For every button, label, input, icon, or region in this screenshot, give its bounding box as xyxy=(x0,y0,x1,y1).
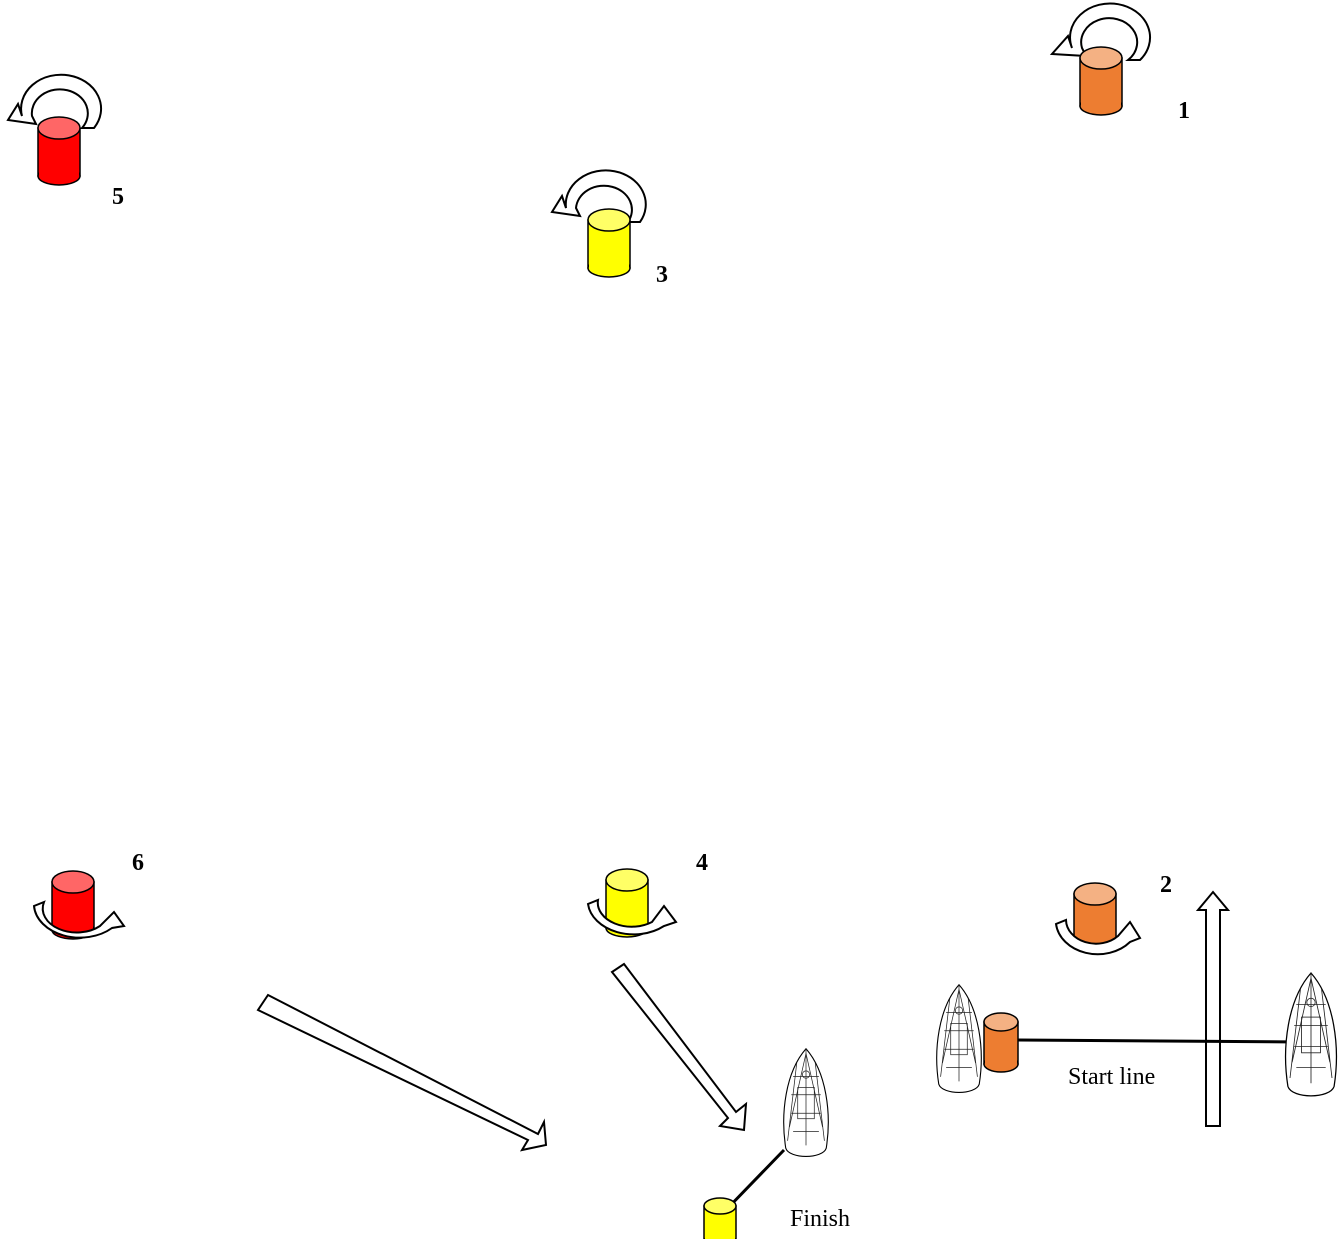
course-arrow-icon xyxy=(610,962,748,1132)
mark-number: 5 xyxy=(112,184,124,210)
sailboat-icon xyxy=(936,984,982,1093)
rounding-arrow-icon xyxy=(1049,2,1151,61)
mark-number: 3 xyxy=(656,262,668,288)
mark-5: 5 xyxy=(6,73,124,210)
buoy-icon xyxy=(983,1012,1019,1073)
mark-4: 4 xyxy=(586,850,708,938)
rounding-arrow-icon xyxy=(32,900,126,939)
course-arrow-icon xyxy=(1195,890,1231,1127)
mark-number: 1 xyxy=(1178,98,1190,124)
mark-number: 2 xyxy=(1160,872,1172,898)
buoy-icon xyxy=(51,870,95,940)
start-line-label: Start line xyxy=(1068,1064,1155,1090)
rounding-arrow-icon xyxy=(586,898,678,936)
mark-number: 4 xyxy=(696,850,708,876)
mark-number: 6 xyxy=(132,850,144,876)
course-arrow-icon xyxy=(256,993,548,1152)
start-line xyxy=(1017,1038,1301,1044)
finish-line-group: Finish xyxy=(703,1048,850,1239)
finish-label: Finish xyxy=(790,1206,850,1232)
sailboat-icon xyxy=(783,1048,829,1157)
mark-3: 3 xyxy=(550,169,668,288)
sailboat-icon xyxy=(1284,972,1338,1097)
buoy-icon xyxy=(37,116,81,186)
start-line-group: Start line xyxy=(936,972,1338,1097)
buoy-icon xyxy=(1079,46,1123,116)
rounding-arrow-icon xyxy=(1054,918,1142,956)
buoy-icon xyxy=(587,208,631,278)
mark-2: 2 xyxy=(1054,872,1172,956)
rounding-arrow-icon xyxy=(6,73,103,129)
mark-1: 1 xyxy=(1049,2,1190,124)
mark-6: 6 xyxy=(32,850,144,940)
buoy-icon xyxy=(703,1197,737,1239)
rounding-arrow-icon xyxy=(550,169,647,223)
